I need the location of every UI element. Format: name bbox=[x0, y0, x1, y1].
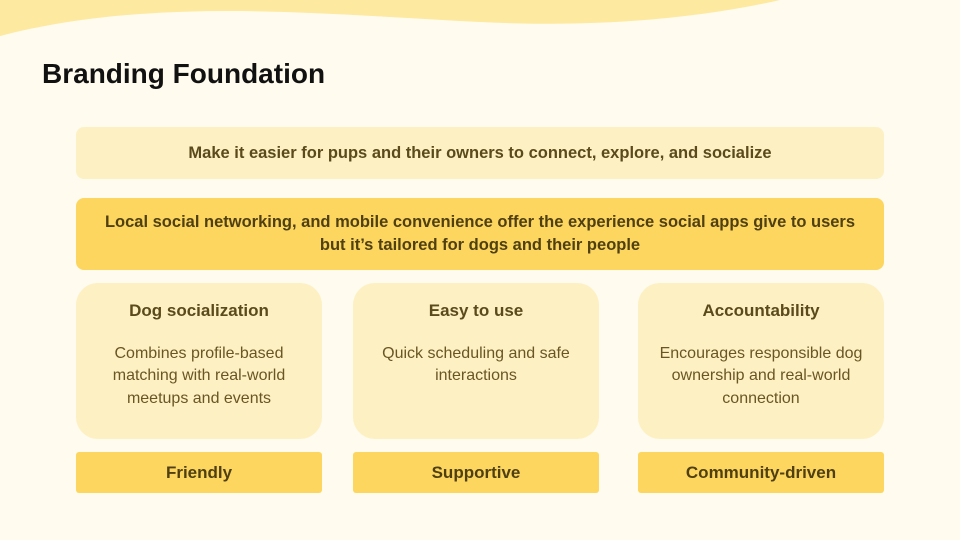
trait-badge-supportive: Supportive bbox=[353, 452, 599, 493]
trait-badge-friendly: Friendly bbox=[76, 452, 322, 493]
pillar-card-easy-to-use: Easy to use Quick scheduling and safe in… bbox=[353, 283, 599, 439]
pillar-card-accountability: Accountability Encourages responsible do… bbox=[638, 283, 884, 439]
pillar-title: Accountability bbox=[702, 301, 820, 320]
pillar-description: Quick scheduling and safe interactions bbox=[382, 345, 570, 385]
trait-badge-community-driven: Community-driven bbox=[638, 452, 884, 493]
pillar-card-dog-socialization: Dog socialization Combines profile-based… bbox=[76, 283, 322, 439]
pillar-description: Combines profile-based matching with rea… bbox=[112, 345, 286, 407]
mission-statement: Make it easier for pups and their owners… bbox=[76, 127, 884, 179]
value-proposition: Local social networking, and mobile conv… bbox=[76, 198, 884, 270]
slide-title: Branding Foundation bbox=[42, 58, 326, 89]
pillar-title: Easy to use bbox=[428, 301, 524, 320]
pillar-description: Encourages responsible dog ownership and… bbox=[659, 345, 863, 407]
pillar-title: Dog socialization bbox=[129, 301, 269, 320]
decorative-wave bbox=[0, 0, 960, 36]
